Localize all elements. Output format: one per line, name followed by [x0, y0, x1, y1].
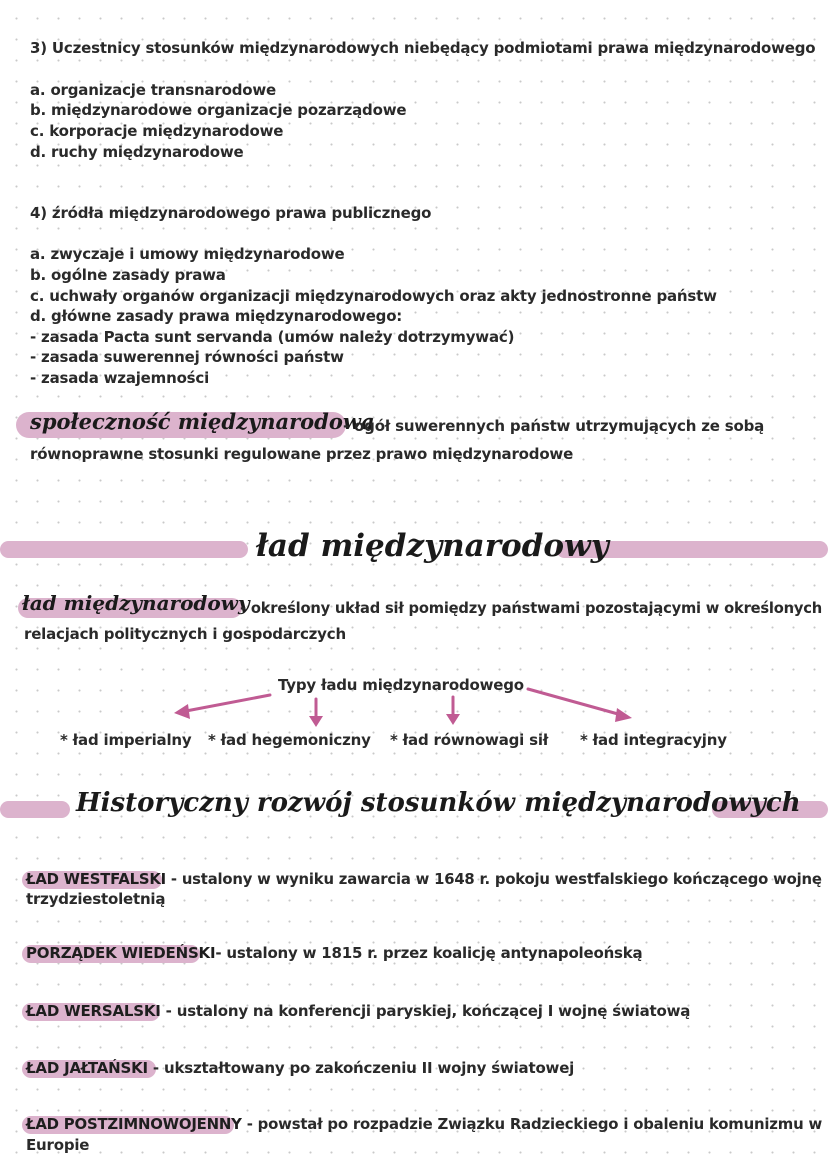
list-item: a. zwyczaje i umowy międzynarodowe	[30, 245, 345, 263]
order-title: ład międzynarodowy	[256, 528, 609, 564]
section4-heading: 4) źródła międzynarodowego prawa publicz…	[30, 204, 432, 222]
term-highlight	[16, 412, 346, 438]
order-term: ład międzynarodowy	[22, 591, 250, 615]
heading-band-left	[0, 801, 70, 818]
term-highlight	[22, 1003, 160, 1021]
arrowhead-center-right	[446, 714, 460, 725]
community-term: społeczność międzynarodowa	[30, 409, 375, 434]
list-item: - zasada Pacta sunt servanda (umów należ…	[30, 328, 515, 346]
list-item: - zasada wzajemności	[30, 369, 210, 387]
list-item: c. uchwały organów organizacji międzynar…	[30, 287, 717, 305]
section3-heading: 3) Uczestnicy stosunków międzynarodowych…	[30, 39, 816, 57]
term-highlight	[18, 598, 242, 618]
type-item: * ład integracyjny	[580, 731, 727, 749]
list-item: b. ogólne zasady prawa	[30, 266, 226, 284]
term-highlight	[22, 871, 162, 889]
types-arrows	[174, 687, 632, 727]
heading-band-left	[0, 541, 248, 558]
arrow-left	[184, 693, 272, 713]
arrowhead-left	[174, 704, 190, 719]
history-title: Historyczny rozwój stosunków międzynarod…	[76, 788, 801, 818]
entry-term: ŁAD WESTFALSKI	[26, 870, 166, 888]
entry-term: PORZĄDEK WIEDEŃSKI	[26, 944, 216, 962]
list-item: - zasada suwerennej równości państw	[30, 348, 344, 366]
entry-term: ŁAD POSTZIMNOWOJENNY	[26, 1115, 242, 1133]
entry-def: - ustalony w wyniku zawarcia w 1648 r. p…	[165, 870, 822, 888]
type-item: * ład równowagi sił	[390, 731, 549, 749]
arrowhead-center-left	[309, 716, 323, 727]
type-item: * ład hegemoniczny	[208, 731, 371, 749]
order-definition-cont: relacjach politycznych i gospodarczych	[24, 625, 346, 643]
heading-band-right	[556, 541, 828, 558]
list-item: c. korporacje międzynarodowe	[30, 122, 284, 140]
entry-line: ŁAD JAŁTAŃSKI - ukształtowany po zakończ…	[26, 1058, 574, 1079]
entry-def: - ustalony w 1815 r. przez koalicję anty…	[215, 944, 643, 962]
entry-line: PORZĄDEK WIEDEŃSKI- ustalony w 1815 r. p…	[26, 943, 643, 964]
type-item: * ład imperialny	[60, 731, 192, 749]
list-item: a. organizacje transnarodowe	[30, 81, 276, 99]
order-definition: - określony układ sił pomiędzy państwami…	[240, 599, 823, 617]
term-highlight	[22, 1116, 234, 1134]
entry-def-cont: Europie	[26, 1136, 90, 1154]
list-item: d. główne zasady prawa międzynarodowego:	[30, 307, 403, 325]
entry-def: - ustalony na konferencji paryskiej, koń…	[160, 1002, 691, 1020]
arrowhead-right	[615, 708, 632, 722]
entry-line: ŁAD WESTFALSKI - ustalony w wyniku zawar…	[26, 869, 822, 890]
entry-term: ŁAD WERSALSKI	[26, 1002, 161, 1020]
heading-band-right	[712, 801, 828, 818]
entry-line: ŁAD WERSALSKI - ustalony na konferencji …	[26, 1001, 690, 1022]
entry-def-cont: trzydziestoletnią	[26, 890, 166, 908]
entry-term: ŁAD JAŁTAŃSKI	[26, 1059, 148, 1077]
term-highlight	[22, 1060, 156, 1078]
list-item: d. ruchy międzynarodowe	[30, 143, 244, 161]
community-definition: - ogół suwerennych państw utrzymujących …	[343, 417, 765, 435]
list-item: b. międzynarodowe organizacje pozarządow…	[30, 101, 407, 119]
term-highlight	[22, 945, 200, 963]
community-definition-cont: równoprawne stosunki regulowane przez pr…	[30, 445, 574, 463]
entry-def: - powstał po rozpadzie Związku Radziecki…	[241, 1115, 823, 1133]
arrow-right	[526, 687, 620, 716]
entry-def: - ukształtowany po zakończeniu II wojny …	[147, 1059, 575, 1077]
types-title: Typy ładu międzynarodowego	[278, 676, 524, 694]
entry-line: ŁAD POSTZIMNOWOJENNY - powstał po rozpad…	[26, 1114, 822, 1135]
